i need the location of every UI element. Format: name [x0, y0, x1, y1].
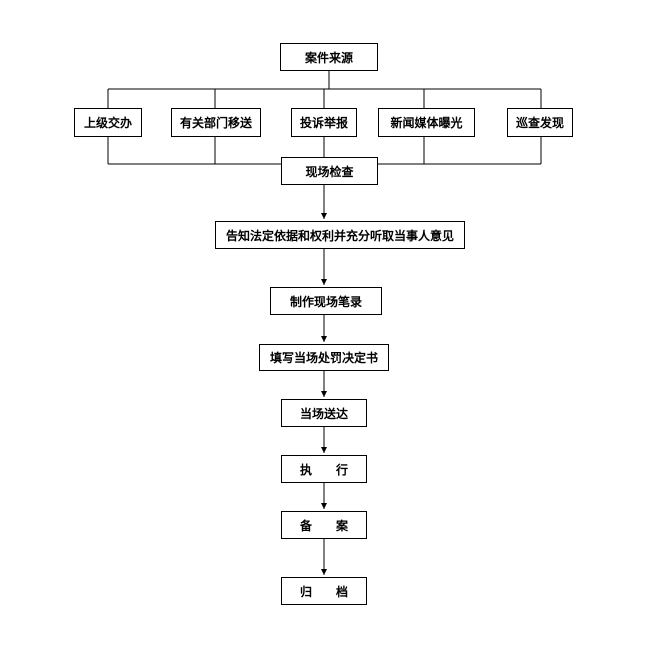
channel-box-1: 上级交办 [74, 108, 142, 137]
channel-box-5: 巡查发现 [507, 108, 573, 137]
step-box-8: 归 档 [281, 577, 367, 605]
step-box-3: 制作现场笔录 [270, 287, 382, 315]
step-box-4: 填写当场处罚决定书 [259, 344, 389, 371]
channel-box-4: 新闻媒体曝光 [378, 108, 475, 137]
step-box-2: 告知法定依据和权利并充分听取当事人意见 [215, 221, 465, 249]
step-box-6: 执 行 [281, 455, 367, 483]
channel-box-2: 有关部门移送 [171, 108, 261, 137]
step-box-1: 现场检查 [281, 157, 378, 185]
step-box-5: 当场送达 [281, 399, 367, 427]
channel-box-3: 投诉举报 [291, 108, 357, 137]
step-box-7: 备 案 [281, 511, 367, 539]
source-box: 案件来源 [280, 43, 378, 71]
